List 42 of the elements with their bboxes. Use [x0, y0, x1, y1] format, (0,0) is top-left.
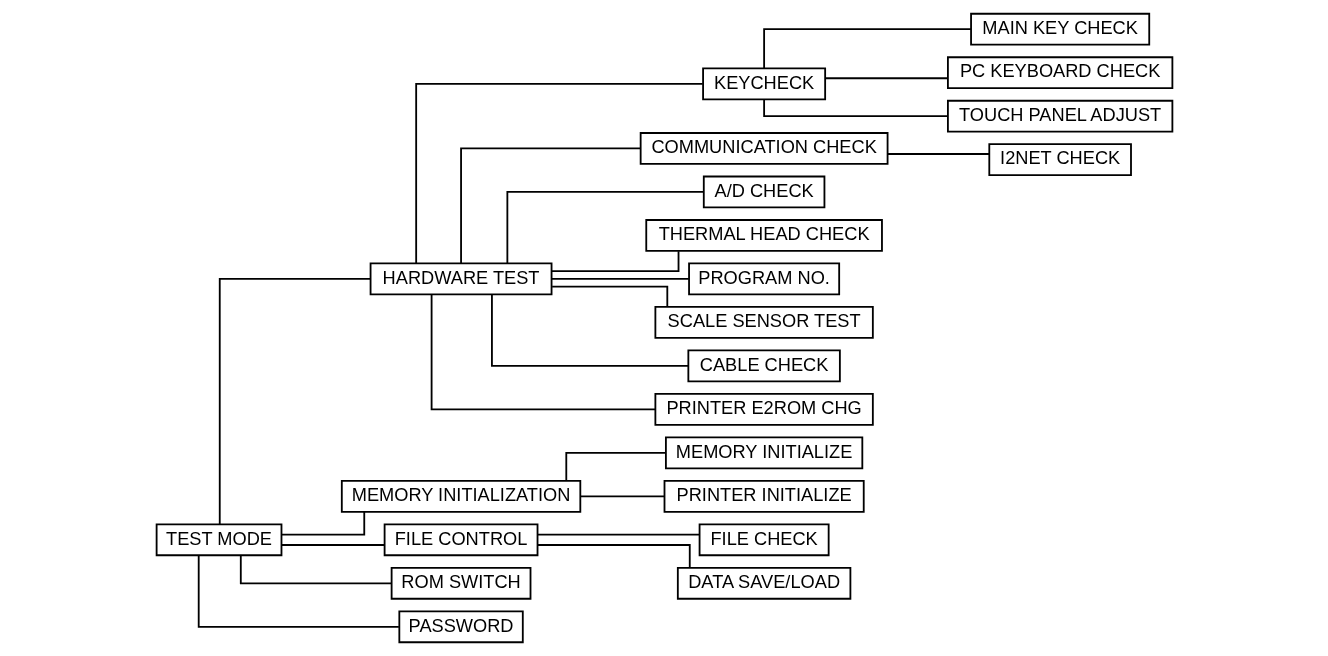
- node-box: ROM SWITCH: [390, 567, 531, 600]
- connector: [550, 277, 690, 280]
- node-box: KEYCHECK: [701, 67, 826, 101]
- node-box: COMMUNICATION CHECK: [639, 132, 888, 165]
- node-box: FILE CONTROL: [383, 523, 538, 557]
- node-box: THERMAL HEAD CHECK: [644, 219, 883, 252]
- connector: [886, 153, 990, 155]
- connector: [579, 495, 665, 498]
- node-box: MEMORY INITIALIZE: [664, 436, 863, 470]
- node-box: MAIN KEY CHECK: [969, 12, 1150, 46]
- connector: [430, 293, 656, 411]
- connector: [564, 451, 667, 482]
- connector: [550, 285, 668, 308]
- connector: [218, 277, 371, 526]
- connector: [490, 293, 689, 367]
- node-box: SCALE SENSOR TEST: [653, 306, 874, 339]
- connector: [536, 544, 691, 569]
- node-box: DATA SAVE/LOAD: [676, 567, 851, 600]
- connector: [414, 82, 704, 264]
- connector: [239, 554, 392, 585]
- connector: [280, 511, 365, 536]
- node-box: TOUCH PANEL ADJUST: [946, 99, 1173, 133]
- connector: [459, 147, 641, 265]
- node-box: PC KEYBOARD CHECK: [946, 56, 1173, 89]
- node-box: MEMORY INITIALIZATION: [340, 480, 581, 513]
- node-box: TEST MODE: [155, 523, 282, 557]
- node-box: PROGRAM NO.: [687, 262, 840, 296]
- connector: [505, 191, 704, 265]
- connector: [197, 554, 400, 628]
- node-box: CABLE CHECK: [686, 349, 841, 383]
- connector: [824, 77, 948, 80]
- node-box: A/D CHECK: [702, 175, 825, 209]
- node-box: PASSWORD: [397, 610, 524, 644]
- connector: [280, 544, 385, 546]
- node-box: HARDWARE TEST: [369, 262, 552, 296]
- node-box: FILE CHECK: [698, 523, 830, 557]
- node-box: PRINTER E2ROM CHG: [653, 393, 874, 426]
- node-box: I2NET CHECK: [987, 143, 1132, 176]
- connector: [550, 250, 679, 273]
- connector: [762, 28, 972, 70]
- connector: [536, 533, 700, 536]
- node-box: PRINTER INITIALIZE: [663, 480, 865, 513]
